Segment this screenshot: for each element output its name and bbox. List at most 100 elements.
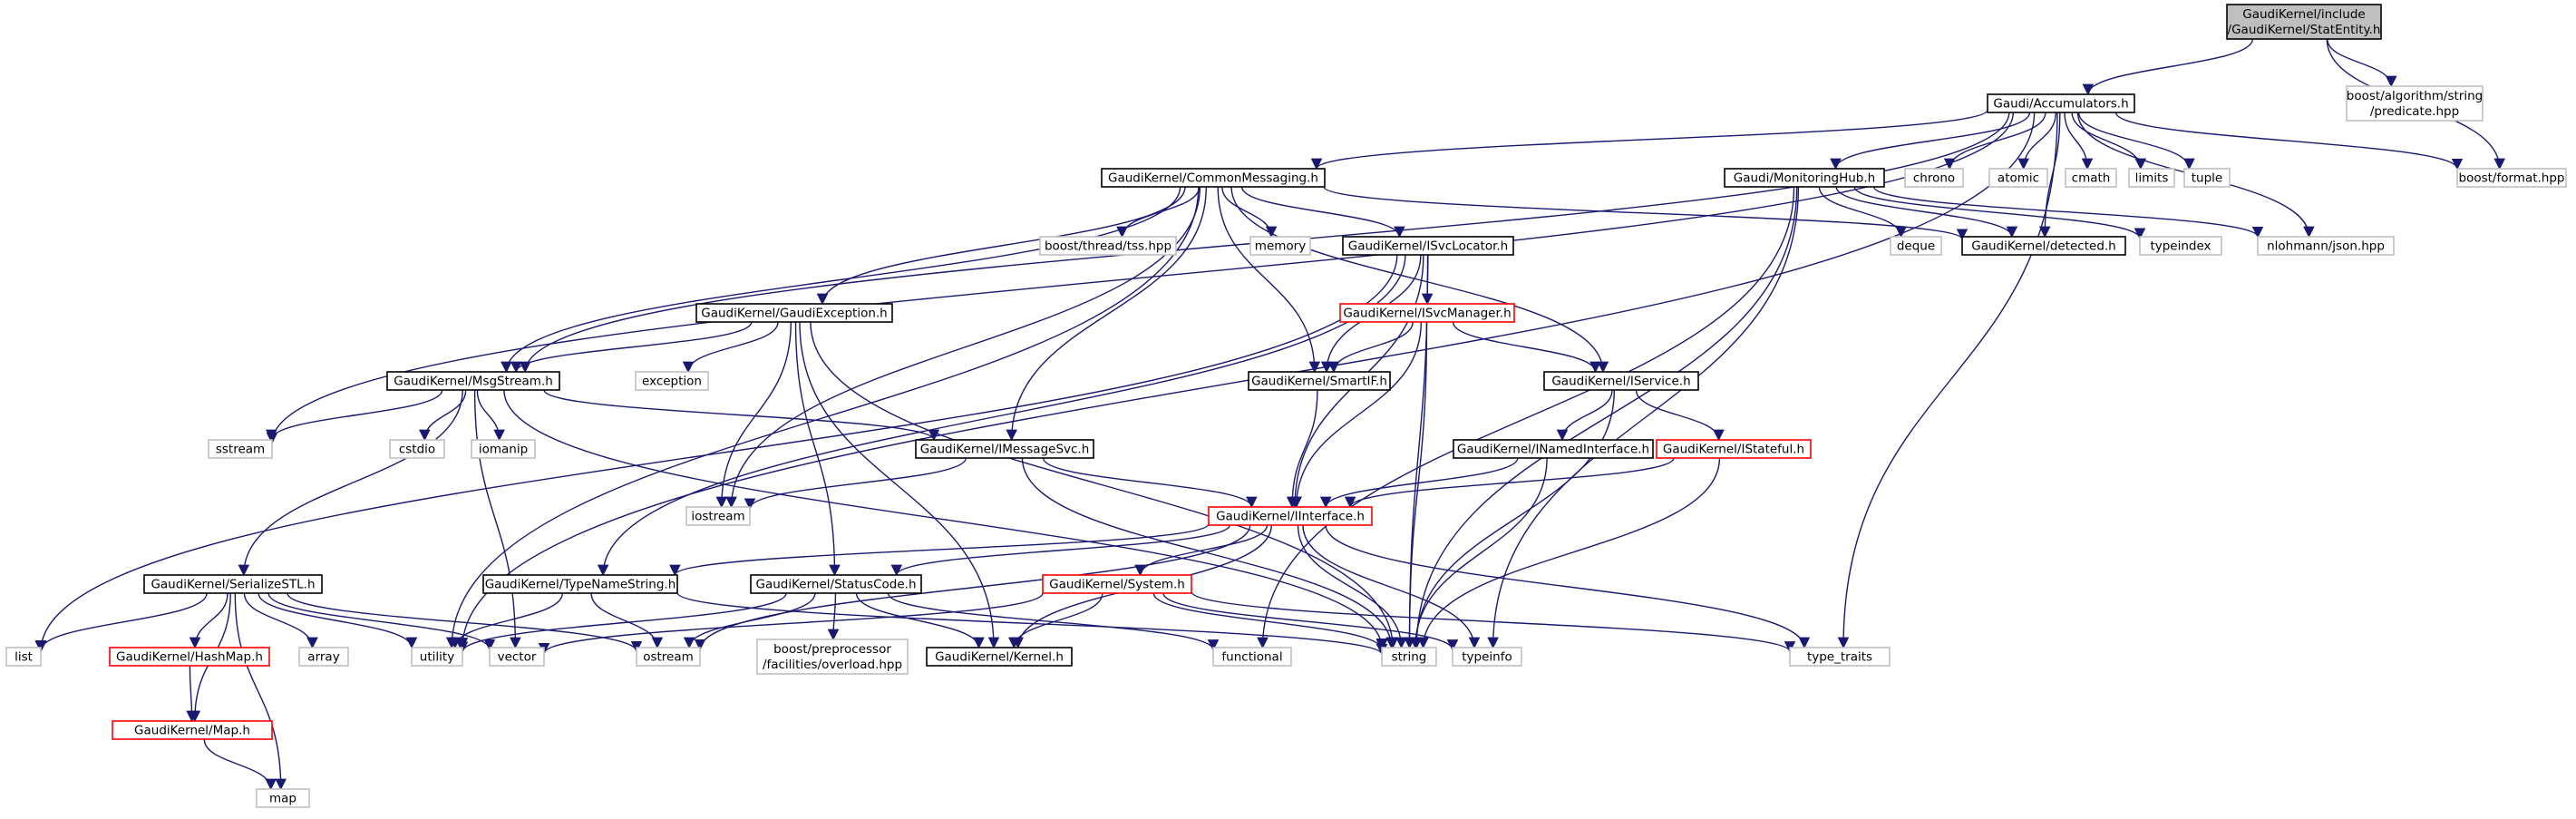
edge-smartif-to-iinterface: [1286, 389, 1318, 509]
node-map_h[interactable]: GaudiKernel/Map.h: [112, 720, 273, 740]
node-label-isvcloc: GaudiKernel/ISvcLocator.h: [1348, 239, 1508, 254]
node-label-monhub: Gaudi/MonitoringHub.h: [1734, 171, 1875, 186]
edge-typename-to-string: [676, 591, 1388, 656]
node-box-iservice: [1543, 371, 1699, 391]
node-label-functional: functional: [1221, 650, 1282, 665]
node-label-iostream: iostream: [691, 510, 744, 524]
node-msgstream[interactable]: GaudiKernel/MsgStream.h: [386, 371, 560, 391]
node-iservice[interactable]: GaudiKernel/IService.h: [1543, 371, 1699, 391]
node-serstl[interactable]: GaudiKernel/SerializeSTL.h: [143, 574, 323, 594]
node-box-vector: [489, 647, 545, 667]
edge-commsg-to-utility: [445, 186, 1200, 649]
edge-isvcmgr-to-string: [1404, 321, 1428, 649]
edge-msgstream-to-vector: [473, 389, 521, 649]
edge-acc-to-format: [2114, 112, 2464, 171]
edge-isvcmgr-to-smartif: [1327, 321, 1414, 374]
node-imsgsvc[interactable]: GaudiKernel/IMessageSvc.h: [915, 439, 1094, 459]
node-box-cmath: [2065, 168, 2117, 188]
edge-system-to-kernel: [1008, 592, 1103, 649]
node-kernel[interactable]: GaudiKernel/Kernel.h: [926, 647, 1073, 667]
node-smartif[interactable]: GaudiKernel/SmartIF.h: [1248, 371, 1391, 391]
node-box-format: [2456, 168, 2567, 188]
node-box-commsg: [1101, 168, 1326, 188]
node-label-typeindex: typeindex: [2150, 239, 2211, 254]
edge-iinterface-to-ostream: [694, 524, 1251, 651]
node-label-memory: memory: [1255, 239, 1306, 254]
node-hashmap[interactable]: GaudiKernel/HashMap.h: [109, 647, 270, 667]
node-box-chrono: [1904, 168, 1964, 188]
node-isvcloc[interactable]: GaudiKernel/ISvcLocator.h: [1342, 236, 1514, 256]
node-box-detected: [1961, 236, 2126, 256]
node-box-utility: [411, 647, 463, 667]
node-tss: boost/thread/tss.hpp: [1039, 236, 1177, 256]
edge-serstl-to-ostream: [287, 592, 643, 653]
edge-acc-to-limits: [2071, 112, 2147, 171]
edge-root-to-predicate: [2327, 38, 2397, 88]
node-istateful[interactable]: GaudiKernel/IStateful.h: [1656, 439, 1812, 459]
node-label-ostream: ostream: [643, 650, 694, 665]
node-box-smartif: [1248, 371, 1391, 391]
node-statuscode[interactable]: GaudiKernel/StatusCode.h: [750, 574, 922, 594]
node-typeindex: typeindex: [2139, 236, 2222, 256]
node-commsg[interactable]: GaudiKernel/CommonMessaging.h: [1101, 168, 1326, 188]
node-label-iomanip: iomanip: [479, 443, 528, 457]
node-system[interactable]: GaudiKernel/System.h: [1042, 574, 1192, 594]
node-iomanip: iomanip: [471, 439, 536, 459]
edge-iservice-to-string: [1410, 389, 1615, 649]
edge-commsg-to-isvcloc: [1240, 186, 1405, 239]
node-box-kernel: [926, 647, 1073, 667]
node-monhub[interactable]: Gaudi/MonitoringHub.h: [1724, 168, 1885, 188]
node-label-json: nlohmann/json.hpp: [2267, 239, 2385, 254]
node-map: map: [256, 788, 310, 808]
node-box-limits: [2128, 168, 2175, 188]
node-box-typetraits: [1789, 647, 1891, 667]
node-box-serstl: [143, 574, 323, 594]
node-label-serstl: GaudiKernel/SerializeSTL.h: [151, 578, 315, 592]
node-gexc[interactable]: GaudiKernel/GaudiException.h: [695, 303, 893, 323]
edge-typename-to-ostream: [590, 592, 664, 649]
edge-root-to-acc: [2082, 38, 2254, 96]
node-box-array: [298, 647, 349, 667]
edge-monhub-to-json: [1873, 186, 2264, 239]
node-detected[interactable]: GaudiKernel/detected.h: [1961, 236, 2126, 256]
edge-monhub-to-detected: [1835, 186, 2018, 239]
edge-msgstream-to-cstdio: [419, 389, 467, 442]
node-typeinfo: typeinfo: [1452, 647, 1522, 667]
node-label-predicate-line-1: boost/algorithm/string: [2347, 89, 2483, 103]
node-isvcmgr[interactable]: GaudiKernel/ISvcManager.h: [1339, 303, 1515, 323]
node-cstdio: cstdio: [389, 439, 445, 459]
edge-commsg-to-smartif: [1217, 186, 1321, 374]
node-box-tuple: [2183, 168, 2231, 188]
node-label-predicate-line-2: /predicate.hpp: [2370, 104, 2459, 119]
edge-monhub-to-typeinfo: [1487, 186, 1800, 649]
edge-gexc-to-exception: [682, 321, 779, 374]
node-root[interactable]: GaudiKernel/include/GaudiKernel/StatEnti…: [2226, 4, 2382, 40]
node-label-inamed: GaudiKernel/INamedInterface.h: [1457, 443, 1649, 457]
edge-monhub-to-typeindex: [1853, 186, 2146, 240]
node-memory: memory: [1249, 236, 1311, 256]
edge-acc-to-sstream: [266, 112, 2014, 444]
edge-hashmap-to-map_h: [186, 665, 198, 723]
edge-iinterface-to-statuscode: [890, 524, 1230, 577]
node-iinterface[interactable]: GaudiKernel/IInterface.h: [1208, 506, 1373, 526]
edge-msgstream-to-iomanip: [476, 389, 505, 442]
node-label-imsgsvc: GaudiKernel/IMessageSvc.h: [920, 443, 1090, 457]
edge-inamed-to-string: [1409, 457, 1548, 649]
edge-iinterface-to-string: [1297, 524, 1407, 649]
node-list: list: [5, 647, 42, 667]
node-acc[interactable]: Gaudi/Accumulators.h: [1987, 93, 2135, 113]
edge-serstl-to-array: [243, 592, 318, 649]
edge-commsg-to-imsgsvc: [1006, 186, 1207, 442]
node-label-sstream: sstream: [216, 443, 265, 457]
node-chrono: chrono: [1904, 168, 1964, 188]
node-typename[interactable]: GaudiKernel/TypeNameString.h: [482, 574, 678, 594]
edge-acc-to-atomic: [2017, 112, 2056, 171]
node-box-json: [2257, 236, 2395, 256]
node-label-root-line-2: /GaudiKernel/StatEntity.h: [2228, 23, 2381, 37]
edge-system-to-vector: [538, 592, 1044, 655]
edge-isvcmgr-to-iservice: [1452, 321, 1601, 374]
edge-istateful-to-string: [1417, 457, 1721, 649]
node-box-overload: [756, 639, 909, 675]
node-inamed[interactable]: GaudiKernel/INamedInterface.h: [1453, 439, 1654, 459]
edge-serstl-to-utility: [258, 592, 418, 649]
